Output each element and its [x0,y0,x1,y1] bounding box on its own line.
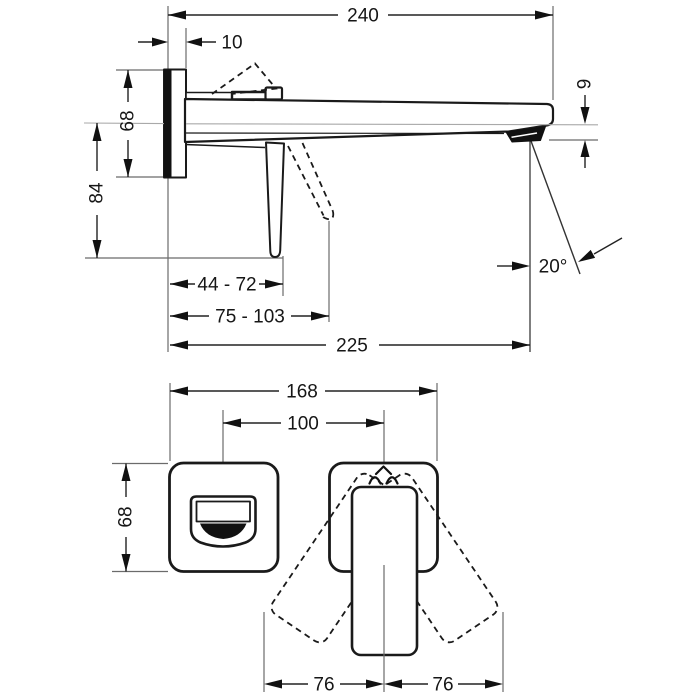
dim-84: 84 [87,123,108,258]
dim-68-side-label: 68 [118,110,139,131]
temperature-marker-icon [374,465,393,476]
dim-75-103: 75 - 103 [170,307,329,328]
spout-outlet-shadow [200,523,247,539]
dim-68-side: 68 [118,70,139,177]
handle-base-plate [230,90,269,101]
dim-10-label: 10 [221,33,242,54]
dim-240-label: 240 [347,6,379,27]
dim-10: 10 [138,33,243,54]
spout-opening-front [195,500,251,523]
dim-100: 100 [223,414,384,435]
spout-contour-line [184,132,505,135]
handle-side [265,141,285,258]
dim-76-left-label: 76 [313,675,334,696]
outlet-level-reference-right [185,123,599,126]
front-view-faucet [168,461,499,657]
dim-225-label: 225 [336,336,368,357]
dim-76-right: 76 [384,675,503,696]
front-view-extension-lines [112,383,438,573]
dim-44-72-label: 44 - 72 [197,275,256,296]
dim-168-label: 168 [286,382,318,403]
temperature-marker-arcs-icon [368,476,399,485]
dim-168: 168 [170,382,437,403]
dim-20deg: 20° [497,237,623,278]
spout-body-side [183,97,555,144]
dim-225: 225 [170,336,530,357]
handle-swung-position-dashed [287,142,335,221]
side-view-faucet [163,62,555,258]
dim-44-72: 44 - 72 [170,275,283,296]
dim-76-right-label: 76 [432,675,453,696]
water-stream-line [530,140,581,275]
dim-84-label: 84 [87,182,108,204]
aerator-slit [511,132,538,138]
wall-plate-edge [164,69,172,178]
dim-68-front-label: 68 [116,506,137,527]
valve-body-underline [184,143,266,149]
side-view-extension-lines [85,6,598,352]
dim-68-front: 68 [116,463,137,572]
dim-100-label: 100 [287,414,319,435]
dim-240: 240 [168,6,553,27]
dim-76-left: 76 [264,675,384,696]
dim-9-label: 9 [575,79,596,90]
dim-9: 9 [575,79,596,168]
handle-open-position-dashed [211,62,278,95]
plate-height-extensions [116,69,163,178]
dim-75-103-label: 75 - 103 [215,307,285,328]
dim-20deg-label: 20° [539,257,568,278]
front-plate-height-extensions [112,462,168,573]
